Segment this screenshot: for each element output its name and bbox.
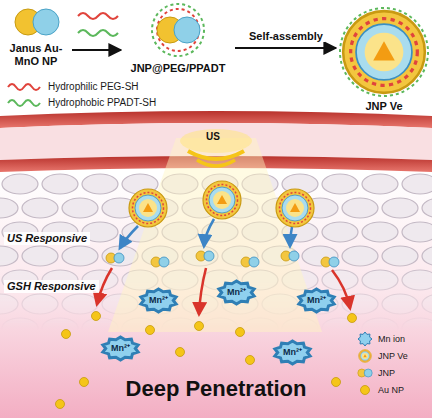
au-np — [80, 378, 89, 387]
particle-caption: JNP Ve — [338, 100, 430, 113]
step-label: GSH Responsive — [4, 280, 99, 293]
legend-sample — [356, 349, 374, 363]
peg-strand — [78, 13, 118, 19]
ion-label: Mn²⁺ — [111, 343, 130, 354]
peg-corona — [157, 9, 199, 51]
legend-item: JNP — [356, 366, 395, 380]
jnp — [281, 251, 299, 261]
au-np — [56, 400, 65, 409]
au-np — [348, 314, 357, 323]
ppadt-strand — [78, 30, 118, 36]
burst-outline — [299, 289, 334, 312]
mno-half — [174, 17, 200, 43]
mn-ion-burst: Mn²⁺ — [102, 337, 139, 360]
legend-sample — [6, 96, 44, 108]
vesicle-sample — [359, 350, 372, 363]
release-arrow — [204, 219, 214, 246]
ultrasound-label: US — [206, 131, 220, 143]
legend-sample — [6, 80, 44, 92]
particle-caption: JNP@PEG/PPADT — [123, 62, 233, 75]
cleavage-arrow — [332, 270, 350, 308]
legend-item: Hydrophobic PPADT-SH — [6, 96, 156, 108]
legend-text: Hydrophilic PEG-SH — [48, 81, 139, 92]
legend-text: Au NP — [378, 385, 404, 395]
burst-outline — [275, 341, 310, 364]
vesicle — [203, 181, 241, 219]
jnp — [321, 257, 339, 267]
mn-ion-burst: Mn²⁺ — [298, 289, 335, 312]
ion-label: Mn²⁺ — [307, 295, 326, 306]
strand-sample — [8, 100, 40, 106]
au-sample — [361, 386, 370, 395]
edge-label: Self-assembly — [247, 30, 325, 42]
mn-ion-burst: Mn²⁺ — [140, 289, 177, 312]
jnp-sample — [358, 369, 372, 377]
au-np — [236, 328, 245, 337]
legend-sample — [356, 366, 374, 380]
au-np — [246, 356, 255, 365]
au-np — [332, 378, 341, 387]
au-np — [195, 322, 204, 331]
particle-caption: Janus Au-MnO NP — [2, 42, 70, 68]
legend-text: JNP Ve — [378, 351, 408, 361]
burst-outline — [103, 337, 138, 360]
vesicle — [129, 189, 167, 227]
release-arrow — [120, 226, 138, 248]
vesicle-corona — [340, 8, 428, 96]
headline: Deep Penetration — [100, 376, 332, 402]
ultrasound-wave — [188, 151, 244, 159]
process-arrow — [235, 47, 336, 49]
legend-text: Hydrophobic PPADT-SH — [48, 97, 156, 108]
ultrasound-beam — [108, 138, 322, 332]
legend-sample — [356, 332, 374, 346]
jnp — [106, 253, 124, 263]
jnp — [196, 251, 214, 261]
particle-stage: JNP Ve — [338, 4, 430, 113]
legend-text: Mn ion — [378, 334, 405, 344]
step-label: US Responsive — [4, 232, 90, 245]
burst-outline — [141, 289, 176, 312]
jnp — [151, 257, 169, 267]
vesicle — [276, 189, 314, 227]
legend-item: JNP Ve — [356, 349, 408, 363]
mn-ion-burst: Mn²⁺ — [218, 281, 255, 304]
particle-stage: Janus Au-MnO NP — [2, 4, 70, 68]
ion-label: Mn²⁺ — [283, 347, 302, 358]
au-np — [92, 312, 101, 321]
mno-half — [33, 9, 59, 35]
particle-stage: JNP@PEG/PPADT — [123, 4, 233, 75]
legend-item: Mn ion — [356, 332, 405, 346]
release-arrow — [290, 227, 292, 246]
au-np — [146, 326, 155, 335]
ion-sample — [358, 332, 372, 346]
legend-item: Hydrophilic PEG-SH — [6, 80, 139, 92]
cleavage-arrow — [97, 268, 112, 304]
legend-sample — [356, 383, 374, 397]
mn-ion-burst: Mn²⁺ — [274, 341, 311, 364]
jnp — [241, 257, 259, 267]
ion-label: Mn²⁺ — [227, 287, 246, 298]
ultrasound-wave — [197, 160, 235, 166]
vesicle — [343, 11, 425, 93]
legend-text: JNP — [378, 368, 395, 378]
ion-label: Mn²⁺ — [149, 295, 168, 306]
au-np — [176, 348, 185, 357]
legend-item: Au NP — [356, 383, 404, 397]
ultrasound-glow — [180, 129, 252, 153]
au-np — [62, 330, 71, 339]
process-arrow — [72, 49, 121, 51]
burst-outline — [219, 281, 254, 304]
ppadt-corona — [152, 4, 204, 56]
cleavage-arrow — [199, 268, 206, 314]
strand-sample — [8, 84, 40, 90]
